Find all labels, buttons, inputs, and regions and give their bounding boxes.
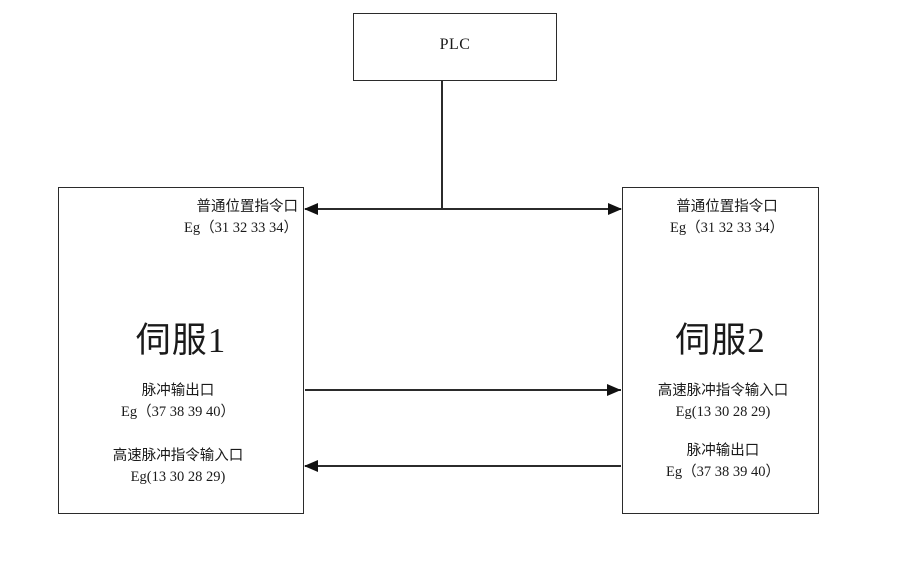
servo1-port-top-example: Eg（31 32 33 34） bbox=[184, 220, 298, 236]
servo2-port-middle-name: 高速脉冲指令输入口 bbox=[657, 383, 789, 399]
arrow-left-icon bbox=[304, 202, 318, 215]
servo1-port-top-name: 普通位置指令口 bbox=[196, 199, 299, 215]
servo1-port-bottom-name: 高速脉冲指令输入口 bbox=[112, 448, 244, 464]
servo1-port-middle: 脉冲输出口 Eg（37 38 39 40） bbox=[58, 381, 298, 423]
servo2-title: 伺服2 bbox=[675, 321, 766, 360]
arrow-right-icon bbox=[607, 383, 621, 396]
servo2-node[interactable] bbox=[622, 187, 819, 514]
servo2-port-middle-example: Eg(13 30 28 29) bbox=[675, 404, 771, 420]
servo2-to-servo1-line bbox=[305, 465, 621, 467]
servo2-port-middle: 高速脉冲指令输入口 Eg(13 30 28 29) bbox=[628, 381, 818, 423]
servo1-title: 伺服1 bbox=[135, 321, 227, 360]
servo1-port-middle-name: 脉冲输出口 bbox=[141, 383, 215, 399]
arrow-right-icon bbox=[608, 202, 622, 215]
servo1-port-bottom: 高速脉冲指令输入口 Eg(13 30 28 29) bbox=[58, 446, 298, 488]
servo1-to-servo2-line bbox=[305, 389, 621, 391]
arrow-left-icon bbox=[304, 459, 318, 472]
servo1-port-middle-example: Eg（37 38 39 40） bbox=[121, 404, 235, 420]
servo2-port-top-name: 普通位置指令口 bbox=[676, 199, 778, 215]
servo2-port-bottom: 脉冲输出口 Eg（37 38 39 40） bbox=[628, 441, 818, 483]
servo1-port-bottom-example: Eg(13 30 28 29) bbox=[130, 469, 226, 485]
servo2-port-bottom-example: Eg（37 38 39 40） bbox=[666, 464, 780, 480]
plc-bus-line bbox=[305, 208, 621, 210]
servo2-port-top-example: Eg（31 32 33 34） bbox=[670, 220, 784, 236]
servo1-port-top: 普通位置指令口 Eg（31 32 33 34） bbox=[58, 197, 298, 239]
servo2-port-top: 普通位置指令口 Eg（31 32 33 34） bbox=[632, 197, 822, 239]
plc-node[interactable]: PLC bbox=[353, 13, 557, 81]
plc-bus-stem bbox=[441, 81, 443, 210]
servo1-node[interactable] bbox=[58, 187, 304, 514]
plc-label: PLC bbox=[439, 36, 471, 53]
servo2-port-bottom-name: 脉冲输出口 bbox=[686, 443, 760, 459]
